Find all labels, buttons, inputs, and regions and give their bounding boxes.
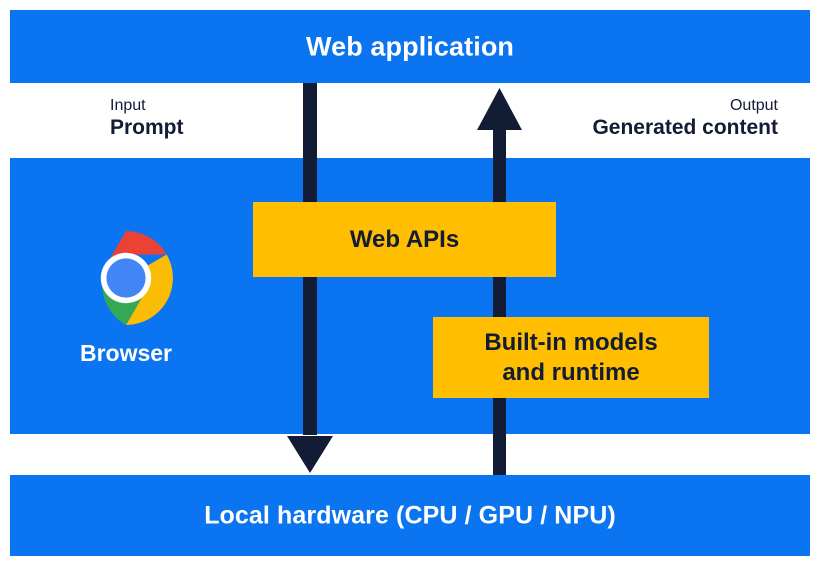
box-builtin-line1: Built-in models xyxy=(484,329,658,357)
box-builtin-text: Built-in models and runtime xyxy=(484,328,657,387)
box-builtin-models-runtime[interactable]: Built-in models and runtime xyxy=(433,317,709,398)
box-web-apis[interactable]: Web APIs xyxy=(253,202,556,277)
flow-label-input-value: Prompt xyxy=(110,115,184,139)
flow-label-input: Input Prompt xyxy=(110,97,184,141)
flow-label-output: Output Generated content xyxy=(592,97,778,141)
box-builtin-line2: and runtime xyxy=(502,358,640,386)
browser-label: Browser xyxy=(79,340,173,366)
browser-group: Browser xyxy=(60,230,192,367)
band-local-hardware-label: Local hardware (CPU / GPU / NPU) xyxy=(204,501,616,529)
chrome-logo-icon xyxy=(100,231,173,325)
band-local-hardware: Local hardware (CPU / GPU / NPU) xyxy=(10,475,810,556)
flow-label-output-kind: Output xyxy=(729,97,778,114)
band-web-application-label: Web application xyxy=(305,31,515,61)
flow-label-input-kind: Input xyxy=(110,97,146,114)
flow-label-output-value: Generated content xyxy=(592,115,778,139)
box-web-apis-label: Web APIs xyxy=(349,225,460,253)
band-web-application: Web application xyxy=(10,10,810,83)
